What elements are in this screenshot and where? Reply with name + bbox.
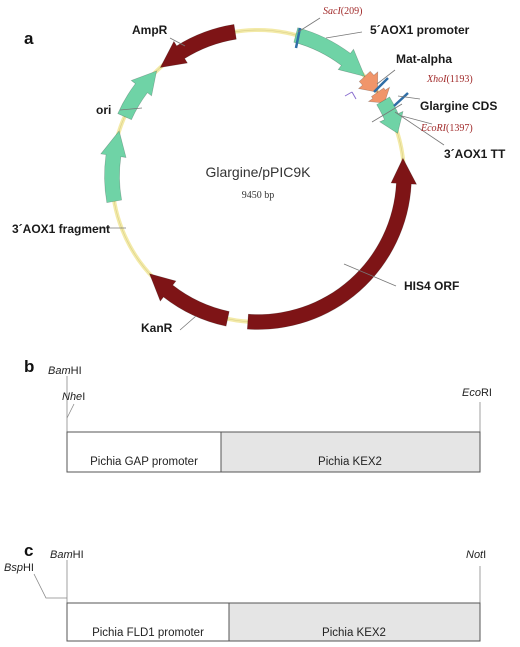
noti-site-c: NotI — [466, 549, 486, 561]
ampr-arrow — [159, 24, 237, 68]
label-mat-alpha: Mat-alpha — [396, 52, 452, 66]
aox1-tt-arrow — [376, 96, 404, 134]
nhei-site-b: NheI — [62, 391, 85, 403]
his4-orf-arrow — [246, 157, 418, 330]
bsphi-site-c: BspHI — [4, 562, 34, 574]
bamhi-site-b: BamHI — [48, 365, 82, 377]
label-kanr: KanR — [141, 321, 173, 335]
label-ori: ori — [96, 103, 111, 117]
fld1-promoter-box — [66, 602, 230, 642]
label-aox1-tt: 3´AOX1 TT — [444, 147, 506, 161]
xhoI-position: (1193) — [446, 74, 472, 85]
label-aox1-promoter: 5´AOX1 promoter — [370, 23, 470, 37]
bamhi-site-c: BamHI — [50, 549, 84, 561]
label-aox1-fragment: 3´AOX1 fragment — [12, 222, 110, 236]
label-his4-orf: HIS4 ORF — [404, 279, 459, 293]
ecoRI-position: (1397) — [446, 123, 473, 134]
kex2-box-b — [220, 431, 481, 473]
label-sacI-site: SacI(209) — [323, 6, 362, 17]
xhoI-site-line — [373, 77, 389, 93]
gap-promoter-box — [66, 431, 222, 473]
mat-alpha-bracket — [344, 91, 357, 100]
ori-arrow — [117, 70, 157, 121]
nhei-leader-b — [66, 403, 75, 419]
sacI-position: (209) — [341, 6, 363, 17]
panel-letter-c: c — [24, 541, 33, 560]
bsphi-leader-c — [33, 573, 67, 599]
kex2-label-b: Pichia KEX2 — [318, 456, 382, 468]
glargine-cds-arrow — [367, 86, 391, 104]
fld1-promoter-label: Pichia FLD1 promoter — [92, 627, 204, 639]
ecoRI-site-line — [393, 92, 409, 107]
xhoI-enzyme: XhoI — [426, 74, 447, 85]
ecoRI-enzyme: EcoRI — [420, 123, 447, 134]
sacI-enzyme: SacI — [323, 6, 341, 17]
plasmid-name: Glargine/pPIC9K — [205, 164, 311, 180]
kanr-arrow — [149, 273, 230, 327]
aox1-fragment-arrow — [100, 130, 127, 204]
label-glargine-cds: Glargine CDS — [420, 99, 497, 113]
panel-letter-b: b — [24, 357, 34, 376]
kex2-label-c: Pichia KEX2 — [322, 627, 386, 639]
leader-lines — [98, 17, 445, 331]
label-xhoI-site: XhoI(1193) — [426, 74, 473, 85]
gap-promoter-label: Pichia GAP promoter — [90, 456, 198, 468]
mat-alpha-arrow — [357, 70, 379, 93]
kex2-box-c — [228, 602, 481, 642]
label-ecoRI-site: EcoRI(1397) — [420, 123, 473, 134]
aox1-promoter-arrow — [293, 27, 366, 77]
plasmid-size: 9450 bp — [242, 190, 275, 201]
site-markers — [294, 27, 409, 107]
panel-letter-a: a — [24, 29, 34, 48]
ecori-site-b: EcoRI — [462, 387, 492, 399]
label-ampr: AmpR — [132, 23, 168, 37]
